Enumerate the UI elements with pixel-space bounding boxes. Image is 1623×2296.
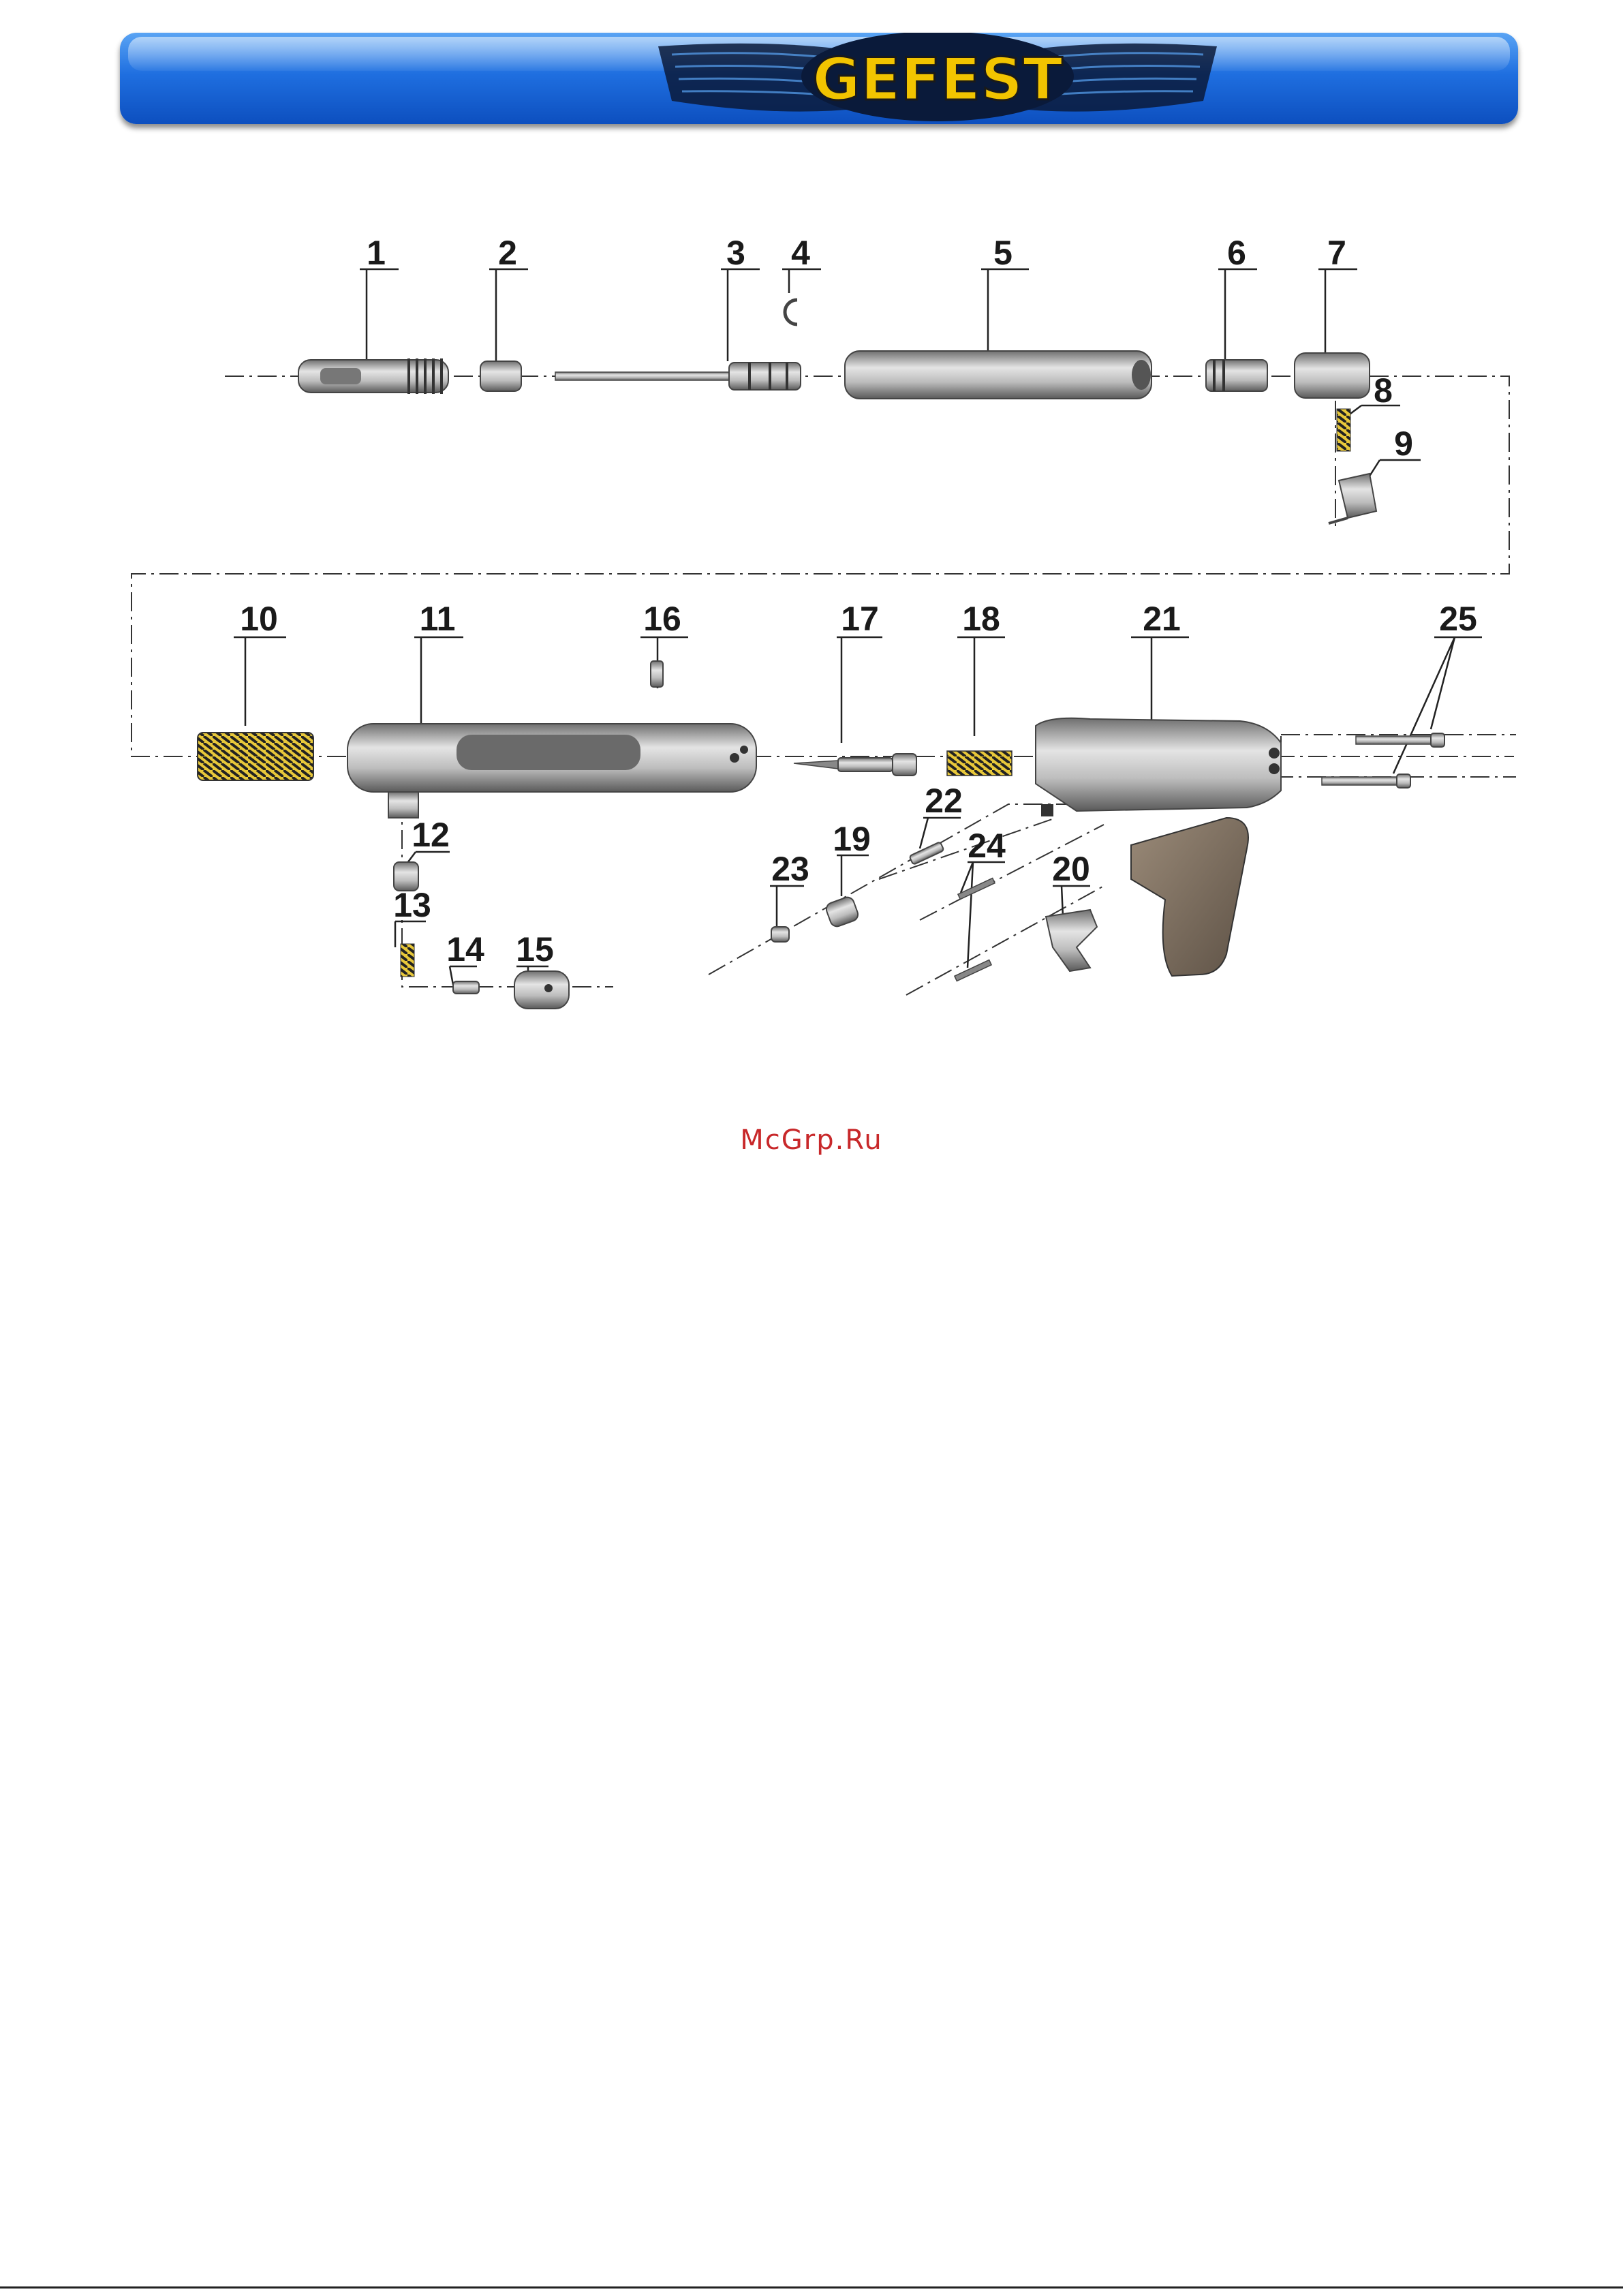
part-19-sleeve (824, 896, 860, 928)
part-22-screw (909, 842, 944, 865)
part-1-nozzle (298, 358, 448, 394)
part-2-bushing (480, 361, 521, 391)
part-label-12: 12 (412, 816, 450, 854)
part-label-7: 7 (1327, 234, 1346, 272)
part-label-23: 23 (771, 850, 809, 888)
part-15-knob (514, 971, 569, 1009)
part-label-1: 1 (367, 234, 386, 272)
part-label-9: 9 (1394, 425, 1413, 463)
part-label-17: 17 (841, 600, 879, 638)
part-label-10: 10 (240, 600, 278, 638)
exploded-parts-diagram: 1 2 3 4 5 6 7 8 9 10 11 12 13 14 15 16 1… (0, 0, 1623, 1063)
part-label-24: 24 (968, 827, 1006, 865)
part-24-pins (955, 878, 995, 981)
part-label-5: 5 (993, 234, 1013, 272)
part-label-16: 16 (643, 600, 681, 638)
part-label-11: 11 (420, 600, 456, 638)
part-label-13: 13 (393, 886, 431, 924)
part-label-15: 15 (516, 930, 554, 968)
part-label-2: 2 (498, 234, 517, 272)
part-20-trigger (1046, 910, 1097, 971)
part-16-set-screw (651, 661, 663, 687)
part-4-retaining-ring (785, 300, 797, 324)
part-23-nut (771, 927, 789, 942)
part-labels: 1 2 3 4 5 6 7 8 9 10 11 12 13 14 15 16 1… (240, 234, 1477, 968)
part-10-recoil-spring (198, 733, 313, 780)
part-label-20: 20 (1052, 850, 1090, 888)
part-25-screws (1322, 733, 1444, 788)
part-label-4: 4 (791, 234, 810, 272)
part-18-firing-spring (947, 751, 1012, 776)
axis-lines (132, 376, 1516, 995)
part-8-small-spring (1337, 409, 1350, 451)
part-label-21: 21 (1143, 600, 1181, 638)
part-label-19: 19 (833, 820, 871, 858)
bottom-rule (0, 2286, 1623, 2289)
part-label-22: 22 (925, 782, 963, 820)
part-7-end-cap (1295, 353, 1370, 398)
part-label-8: 8 (1374, 371, 1393, 410)
part-11-housing-tube (347, 724, 756, 818)
part-13-spring (401, 944, 414, 977)
part-label-6: 6 (1227, 234, 1246, 272)
part-label-14: 14 (446, 930, 484, 968)
part-14-small-pin (453, 981, 479, 994)
watermark-text: McGrp.Ru (0, 1124, 1623, 1156)
part-label-18: 18 (962, 600, 1000, 638)
part-label-3: 3 (726, 234, 745, 272)
part-5-barrel (845, 351, 1151, 399)
part-6-adapter-nut (1206, 360, 1267, 391)
part-label-25: 25 (1439, 600, 1477, 638)
part-3-piston-rod (555, 363, 801, 390)
